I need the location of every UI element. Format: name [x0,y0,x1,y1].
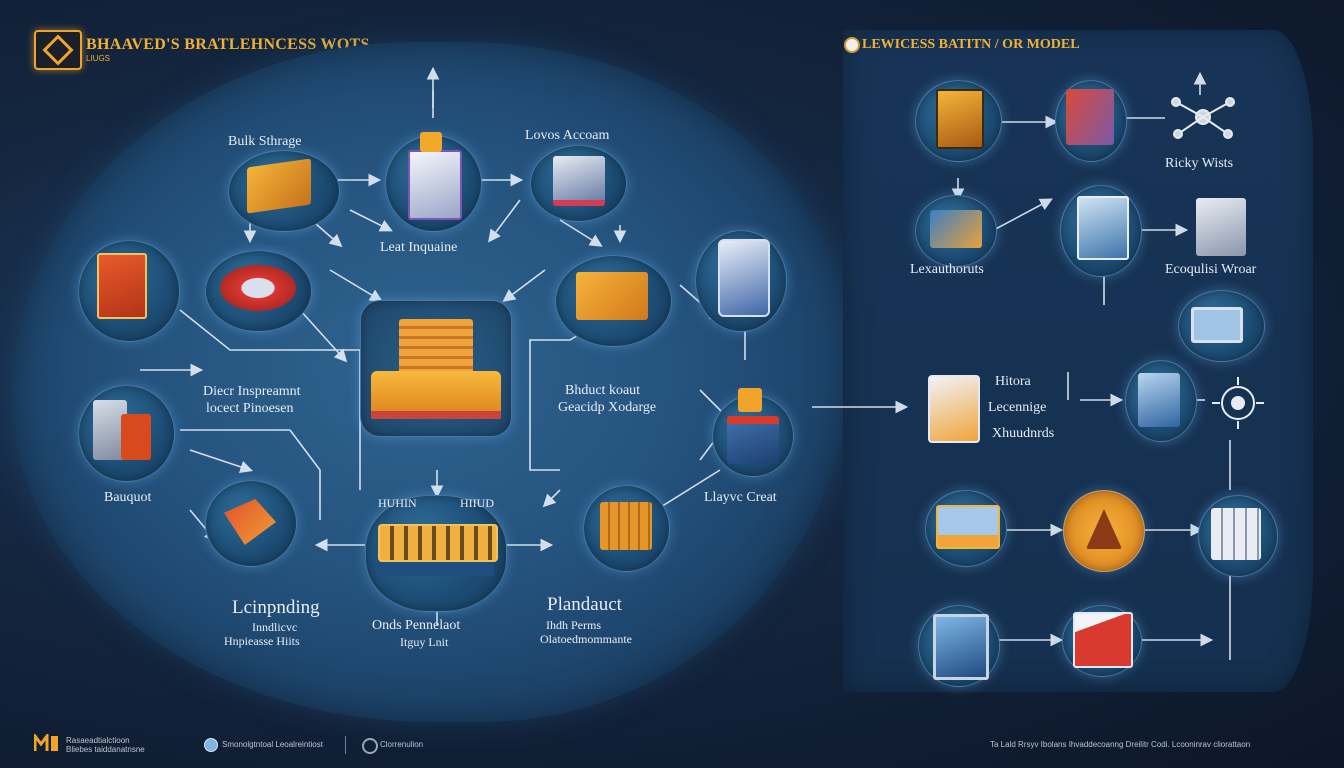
tray-icon [220,265,296,311]
books-icon [1066,89,1114,145]
rp-redbox-node[interactable] [1062,605,1142,677]
gear-network-icon [1200,372,1276,434]
lead-inquiry-node[interactable] [385,132,482,232]
warning-tag-icon [738,388,762,412]
machine-heading-2: HIIUD [460,496,494,510]
gallery-frame-icon [1077,196,1129,260]
rp-papers-node[interactable] [1125,360,1197,442]
portrait-icon [933,614,989,680]
inspection-sublabel: locect Pinoesen [206,401,294,416]
panel-title: LEWICESS BATITN / OR MODEL [862,37,1080,52]
account-node[interactable] [530,145,627,222]
lead-inquiry-label: Leat Inquaine [380,240,458,255]
device-node[interactable] [695,230,787,332]
crate-node[interactable] [583,485,670,572]
footer-logo-icon [34,734,58,751]
rp-monitor-node[interactable] [1178,290,1265,362]
account-label: Lovos Accoam [525,128,610,143]
lcinpnding-sublabel-2: Hnpieasse Hiits [224,634,300,648]
toolbox-node[interactable] [712,395,794,477]
rp-gallery-node[interactable] [1060,185,1142,277]
red-box-icon [1073,612,1133,668]
panel-title-bullet-icon [844,37,860,53]
network-hub-svg-icon [1171,97,1235,139]
footer-gear-icon [362,738,378,754]
footer-left-line2: Bliebes taiddanatnsne [66,745,145,754]
rp-cabinet-node[interactable] [1198,495,1278,577]
lexauthoruts-label: Lexauthoruts [910,262,984,277]
toolbox-icon [727,416,779,464]
tray-node[interactable] [205,250,312,332]
pennelaot-sublabel: Itguy Lnit [400,635,449,649]
cabinet-icon [1211,508,1261,560]
brand-logo-icon [34,30,82,70]
plandauct-label: Plandauct [547,594,622,615]
machine-base-icon [378,562,494,576]
tools-node[interactable] [205,480,297,567]
binders-node[interactable] [78,385,175,482]
product-knowledge-label: Bhduct koaut [565,383,641,398]
bauquot-label: Bauquot [104,490,152,505]
stacked-pallets-icon [399,319,473,377]
rp-portrait-node[interactable] [918,605,1000,687]
package-icon [576,272,648,320]
lcinpnding-label: Lcinpnding [232,597,320,618]
orange-package-node[interactable] [555,255,672,347]
machine-icon [378,524,498,562]
papers-icon [1138,373,1180,427]
bulk-storage-label: Bulk Sthrage [228,134,302,149]
footer-left-line1: Rasaeadtialctioon [66,736,130,745]
page-title: BHAAVED'S BRATLEHNCESS WOTS [86,36,370,53]
machine-node[interactable] [365,495,507,612]
hitora-label: Hitora [995,374,1031,389]
machine-heading-1: HUHIN [378,496,417,510]
gold-block-icon [420,132,442,152]
rp-laptop-node[interactable] [925,490,1007,567]
lecennige-label: Lecennige [988,400,1047,415]
xhuudnrds-label: Xhuudnrds [992,426,1055,441]
plandauct-sublabel-1: Ihdh Perms [546,618,601,632]
central-hub-node[interactable] [360,300,512,437]
bulk-storage-node[interactable] [228,150,340,232]
ricky-wists-label: Ricky Wists [1165,156,1234,171]
rp-tools-node[interactable] [915,195,997,267]
document-stack-icon [408,150,462,220]
ecoqulisi-label: Ecoqulisi Wroar [1165,262,1257,277]
gear-network-svg-icon [1212,377,1264,429]
red-card-icon [97,253,147,319]
footer-middle-2: Clorrenulion [380,740,424,749]
footer-divider [345,736,346,754]
red-binder-icon [121,414,151,460]
tablet-device-icon [718,239,770,317]
rp-books-node[interactable] [1055,80,1127,162]
inspection-label: Diecr Inspreamnt [203,384,301,399]
card-node[interactable] [78,240,180,342]
account-cards-icon [553,156,605,206]
footer-right: Ta Lald Rrsyv Ibolans Ihvaddecoanng Drei… [990,740,1251,749]
lcinpnding-sublabel-1: Inndlicvc [252,620,298,634]
footer-middle: Smonolgtntoal Leoalreintiost [222,740,323,749]
monitor-icon [1191,307,1243,343]
crate-icon [600,502,652,550]
footer-globe-icon [204,738,218,752]
plandauct-sublabel-2: Olatoedmommante [540,632,632,646]
network-hub-icon [1168,92,1238,142]
product-knowledge-sublabel: Geacidp Xodarge [558,400,657,415]
rp-orange-node[interactable] [1063,490,1145,572]
figure-icon [1086,509,1122,549]
rp-tools-icon [930,210,982,248]
creat-label: Llayvc Creat [704,490,777,505]
rp-vault-node[interactable] [915,80,1002,162]
laptop-icon [936,505,1000,549]
page-subtitle: LIUGS [86,54,111,63]
clipboard-icon [928,375,980,443]
platform-base-icon [371,371,501,419]
pennelaot-label: Onds Pennelaot [372,618,461,633]
document-folder-icon [1196,198,1246,256]
storage-boxes-icon [247,158,311,214]
vault-icon [936,89,984,149]
tools-icon [224,499,276,545]
